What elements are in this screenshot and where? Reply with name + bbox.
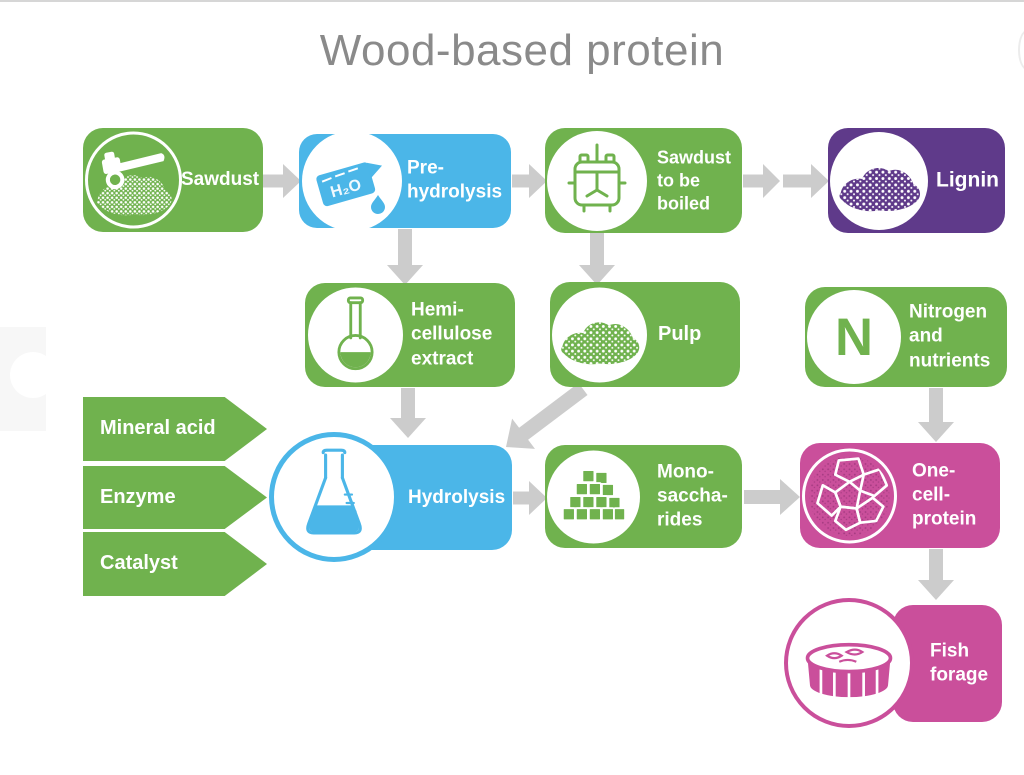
input-mineral-acid: Mineral acid	[83, 397, 267, 461]
node-label: Lignin	[936, 168, 999, 192]
diagram-title: Wood-based protein	[319, 26, 725, 75]
cell-structure-icon	[802, 448, 897, 543]
pulp-pile-icon	[552, 287, 647, 382]
volumetric-flask-icon	[308, 287, 403, 383]
node-fish-forage: Fish forage	[893, 605, 1002, 722]
node-label: Sawdust	[181, 168, 260, 190]
input-label: Enzyme	[100, 485, 176, 508]
node-label: Pulp	[658, 322, 702, 345]
arrow-hemicellulose-down	[390, 388, 426, 438]
node-one-cell-protein: One- cell- protein	[800, 443, 1000, 548]
node-label: Fish forage	[930, 640, 989, 686]
node-hemicellulose-extract: Hemi- cellulose extract	[305, 283, 515, 387]
input-label: Mineral acid	[100, 417, 216, 440]
arrow-pre-hydrolysis-down	[387, 229, 423, 285]
node-pulp: Pulp	[550, 282, 740, 387]
erlenmeyer-flask-icon	[269, 432, 399, 562]
arrow-pre-hydrolysis-to-boiled	[512, 164, 547, 198]
node-label: One- cell- protein	[912, 460, 977, 530]
node-nitrogen-nutrients: N Nitrogen and nutrients	[805, 287, 1007, 387]
node-lignin: Lignin	[828, 128, 1005, 233]
chainsaw-sawdust-icon	[85, 131, 182, 229]
arrow-hydrolysis-to-mono	[513, 481, 547, 515]
node-pre-hydrolysis: H₂O Pre- hydrolysis	[299, 131, 511, 231]
arrow-pulp-to-hydrolysis	[506, 383, 588, 449]
input-catalyst: Catalyst	[83, 532, 267, 596]
node-sawdust-to-be-boiled: Sawdust to be boiled	[545, 128, 742, 233]
arrow-boiled-to-lignin-1	[743, 164, 780, 198]
arrow-boiled-to-lignin-2	[783, 164, 829, 198]
lignin-pile-icon	[830, 131, 928, 230]
sugar-cubes-icon	[547, 450, 640, 543]
node-label: Sawdust to be boiled	[657, 146, 732, 214]
input-enzyme: Enzyme	[83, 466, 267, 529]
svg-text:N: N	[835, 308, 873, 367]
arrow-nitrogen-down	[918, 388, 954, 442]
arrow-sawdust-to-pre-hydrolysis	[262, 164, 301, 198]
top-border-line	[0, 0, 1024, 2]
fish-pond-icon	[784, 598, 914, 728]
node-label: Hydrolysis	[408, 486, 506, 508]
node-label: Hemi- cellulose extract	[411, 299, 493, 370]
cropped-logo-sliver	[1018, 30, 1024, 70]
arrow-boiled-down	[579, 233, 615, 285]
input-label: Catalyst	[100, 552, 178, 575]
node-monosaccharides: Mono- saccha- rides	[545, 445, 742, 548]
node-label: Nitrogen and nutrients	[909, 301, 991, 372]
boiler-icon	[547, 130, 647, 231]
faint-watermark	[0, 327, 56, 431]
arrow-mono-to-one-cell	[744, 479, 800, 515]
arrow-one-cell-down	[918, 549, 954, 600]
water-pouring-icon: H₂O	[302, 131, 402, 231]
node-label: Mono- saccha- rides	[657, 461, 728, 531]
nitrogen-n-icon: N	[807, 290, 901, 384]
node-sawdust: Sawdust	[83, 128, 263, 232]
node-label: Pre- hydrolysis	[407, 157, 503, 203]
